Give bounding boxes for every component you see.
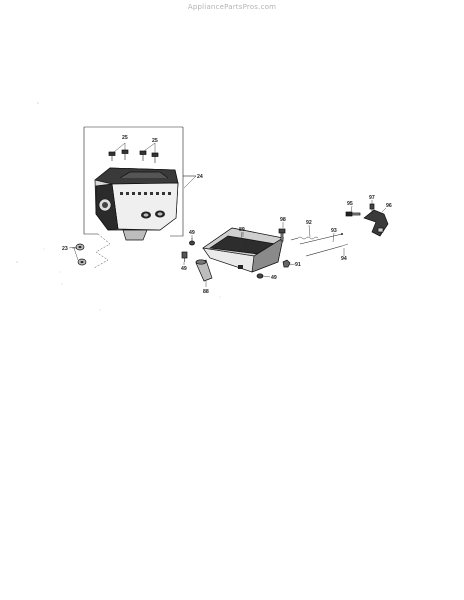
screw-25-left-a[interactable] — [108, 151, 116, 161]
spring-92[interactable] — [290, 236, 319, 241]
screw-98[interactable] — [278, 228, 286, 242]
rod-93[interactable] — [299, 233, 343, 245]
callout-88: 88 — [203, 289, 209, 295]
callout-98: 98 — [280, 217, 286, 223]
callout-24: 24 — [197, 174, 203, 180]
muffler-body[interactable] — [94, 167, 179, 241]
callout-96: 96 — [386, 203, 392, 209]
gasket-23[interactable] — [72, 233, 111, 269]
callout-89: 89 — [239, 227, 245, 233]
cable-94[interactable] — [305, 243, 349, 257]
pipe-88[interactable] — [195, 259, 213, 287]
callout-49-left: 49 — [181, 266, 187, 272]
callout-92: 92 — [306, 220, 312, 226]
bracket-89[interactable] — [202, 227, 284, 273]
callout-23: 23 — [62, 246, 68, 252]
callout-95: 95 — [347, 201, 353, 207]
callout-25-left: 25 — [122, 135, 128, 141]
bolt-95[interactable] — [345, 211, 361, 217]
screw-25-right-a[interactable] — [139, 150, 147, 161]
watermark: AppliancePartsPros.com — [187, 3, 277, 11]
lever-96[interactable] — [363, 209, 389, 237]
callout-94: 94 — [341, 256, 347, 262]
callout-97: 97 — [369, 195, 375, 201]
screw-49-b[interactable] — [181, 251, 188, 262]
screw-25-left-b[interactable] — [121, 149, 129, 160]
callout-91: 91 — [295, 262, 301, 268]
muffler-group[interactable] — [72, 126, 196, 269]
callout-25-right: 25 — [152, 138, 158, 144]
screw-25-right-b[interactable] — [151, 152, 159, 163]
screw-49-a[interactable] — [189, 238, 195, 246]
callout-49-bottom: 49 — [271, 275, 277, 281]
callout-49-upper: 49 — [189, 230, 195, 236]
nut-49-c[interactable] — [256, 273, 264, 279]
scan-specks — [16, 102, 221, 311]
nut-91[interactable] — [282, 259, 291, 268]
leader-lines — [68, 175, 387, 278]
callout-93: 93 — [331, 228, 337, 234]
